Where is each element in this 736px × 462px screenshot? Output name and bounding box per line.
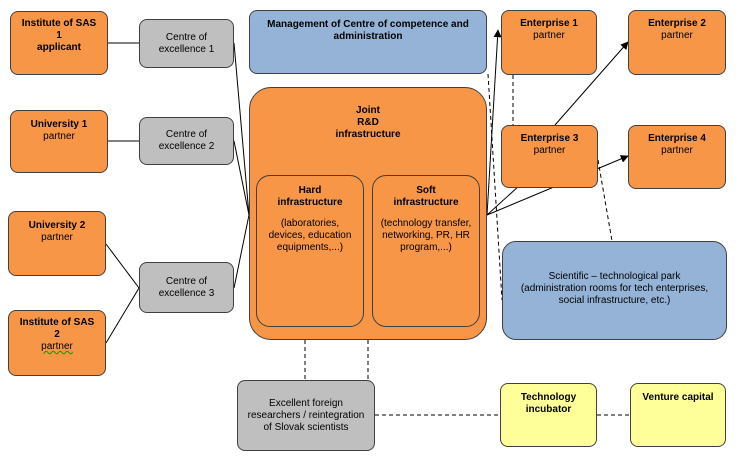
enterprise-1-role: partner — [533, 30, 565, 41]
venture-capital-name: Venture capital — [642, 392, 714, 403]
university-2-role: partner — [41, 232, 73, 243]
enterprise-3-role: partner — [533, 145, 566, 156]
enterprise-4-box: Enterprise 4 partner — [628, 125, 726, 189]
foreign-researchers-box: Excellent foreign researchers / reintegr… — [237, 380, 375, 451]
line-coe1-joint — [233, 42, 250, 216]
hard-title-line1: Hard — [298, 185, 322, 196]
enterprise-1-box: Enterprise 1 partner — [501, 10, 597, 75]
arrow-soft-ent3 — [486, 184, 521, 216]
centre-of-excellence-3-box: Centre of excellence 3 — [139, 262, 234, 313]
institute-sas-2-role: partner — [41, 341, 73, 352]
management-title: Management of Centre of competence and a… — [267, 19, 469, 42]
enterprise-2-box: Enterprise 2 partner — [628, 10, 726, 75]
hard-infrastructure-box: Hard infrastructure (laboratories, devic… — [256, 175, 364, 327]
science-park-line1: Scientific – technological park — [548, 271, 681, 282]
enterprise-4-name: Enterprise 4 — [648, 133, 706, 144]
institute-sas-1-number: 1 — [56, 30, 62, 41]
venture-capital-box: Venture capital — [630, 383, 726, 447]
enterprise-4-role: partner — [661, 145, 693, 156]
management-box: Management of Centre of competence and a… — [249, 10, 487, 74]
joint-title-line3: infrastructure — [335, 129, 401, 140]
institute-sas-2-number: 2 — [54, 329, 60, 340]
centre-of-excellence-1-box: Centre of excellence 1 — [139, 19, 234, 68]
technology-incubator-name: Technology incubator — [520, 392, 577, 415]
arrow-soft-ent1 — [486, 29, 502, 216]
university-2-box: University 2 partner — [8, 211, 106, 276]
line-uni2-coe3 — [105, 243, 140, 289]
hard-title-line2: infrastructure — [277, 197, 343, 208]
university-2-name: University 2 — [28, 220, 86, 231]
technology-incubator-box: Technology incubator — [500, 383, 597, 447]
centre-of-excellence-1-label: Centre of excellence 1 — [158, 31, 215, 55]
science-park-box: Scientific – technological park (adminis… — [502, 241, 727, 340]
centre-of-excellence-2-label: Centre of excellence 2 — [158, 129, 215, 152]
centre-of-excellence-2-box: Centre of excellence 2 — [139, 117, 234, 165]
enterprise-3-box: Enterprise 3 partner — [501, 125, 598, 188]
joint-title-line2: R&D — [357, 117, 379, 128]
joint-title-line1: Joint — [356, 105, 380, 116]
centre-of-excellence-3-label: Centre of excellence 3 — [158, 275, 215, 299]
soft-infrastructure-box: Soft infrastructure (technology transfer… — [372, 175, 480, 327]
institute-sas-2-box: Institute of SAS 2 partner — [8, 310, 106, 376]
institute-sas-2-name: Institute of SAS — [19, 317, 95, 328]
university-1-name: University 1 — [30, 119, 88, 130]
enterprise-1-name: Enterprise 1 — [520, 18, 578, 29]
institute-sas-1-role: applicant — [37, 42, 81, 53]
arrow-ent3-ent2 — [554, 41, 629, 126]
foreign-researchers-label: Excellent foreign researchers / reintegr… — [247, 397, 365, 433]
enterprise-2-name: Enterprise 2 — [648, 18, 706, 29]
line-sas2-coe3 — [105, 287, 140, 344]
hard-description: (laboratories, devices, education equipm… — [268, 218, 352, 253]
line-coe2-joint — [233, 140, 250, 216]
soft-title-line2: infrastructure — [393, 197, 459, 208]
science-park-line2: (administration rooms for tech enterpris… — [520, 283, 709, 294]
university-1-box: University 1 partner — [10, 110, 108, 173]
soft-title-line1: Soft — [416, 185, 436, 196]
line-coe3-joint — [233, 214, 250, 289]
enterprise-3-name: Enterprise 3 — [520, 133, 579, 144]
dash-mgmt-park — [487, 73, 503, 301]
soft-description: (technology transfer, networking, PR, HR… — [380, 218, 472, 253]
science-park-line3: social infrastructure, etc.) — [558, 295, 671, 306]
institute-sas-1-box: Institute of SAS 1 applicant — [10, 11, 108, 75]
enterprise-2-role: partner — [661, 30, 693, 41]
university-1-role: partner — [43, 131, 75, 142]
institute-sas-1-name: Institute of SAS — [21, 18, 97, 29]
dash-ent3-park — [597, 159, 613, 242]
